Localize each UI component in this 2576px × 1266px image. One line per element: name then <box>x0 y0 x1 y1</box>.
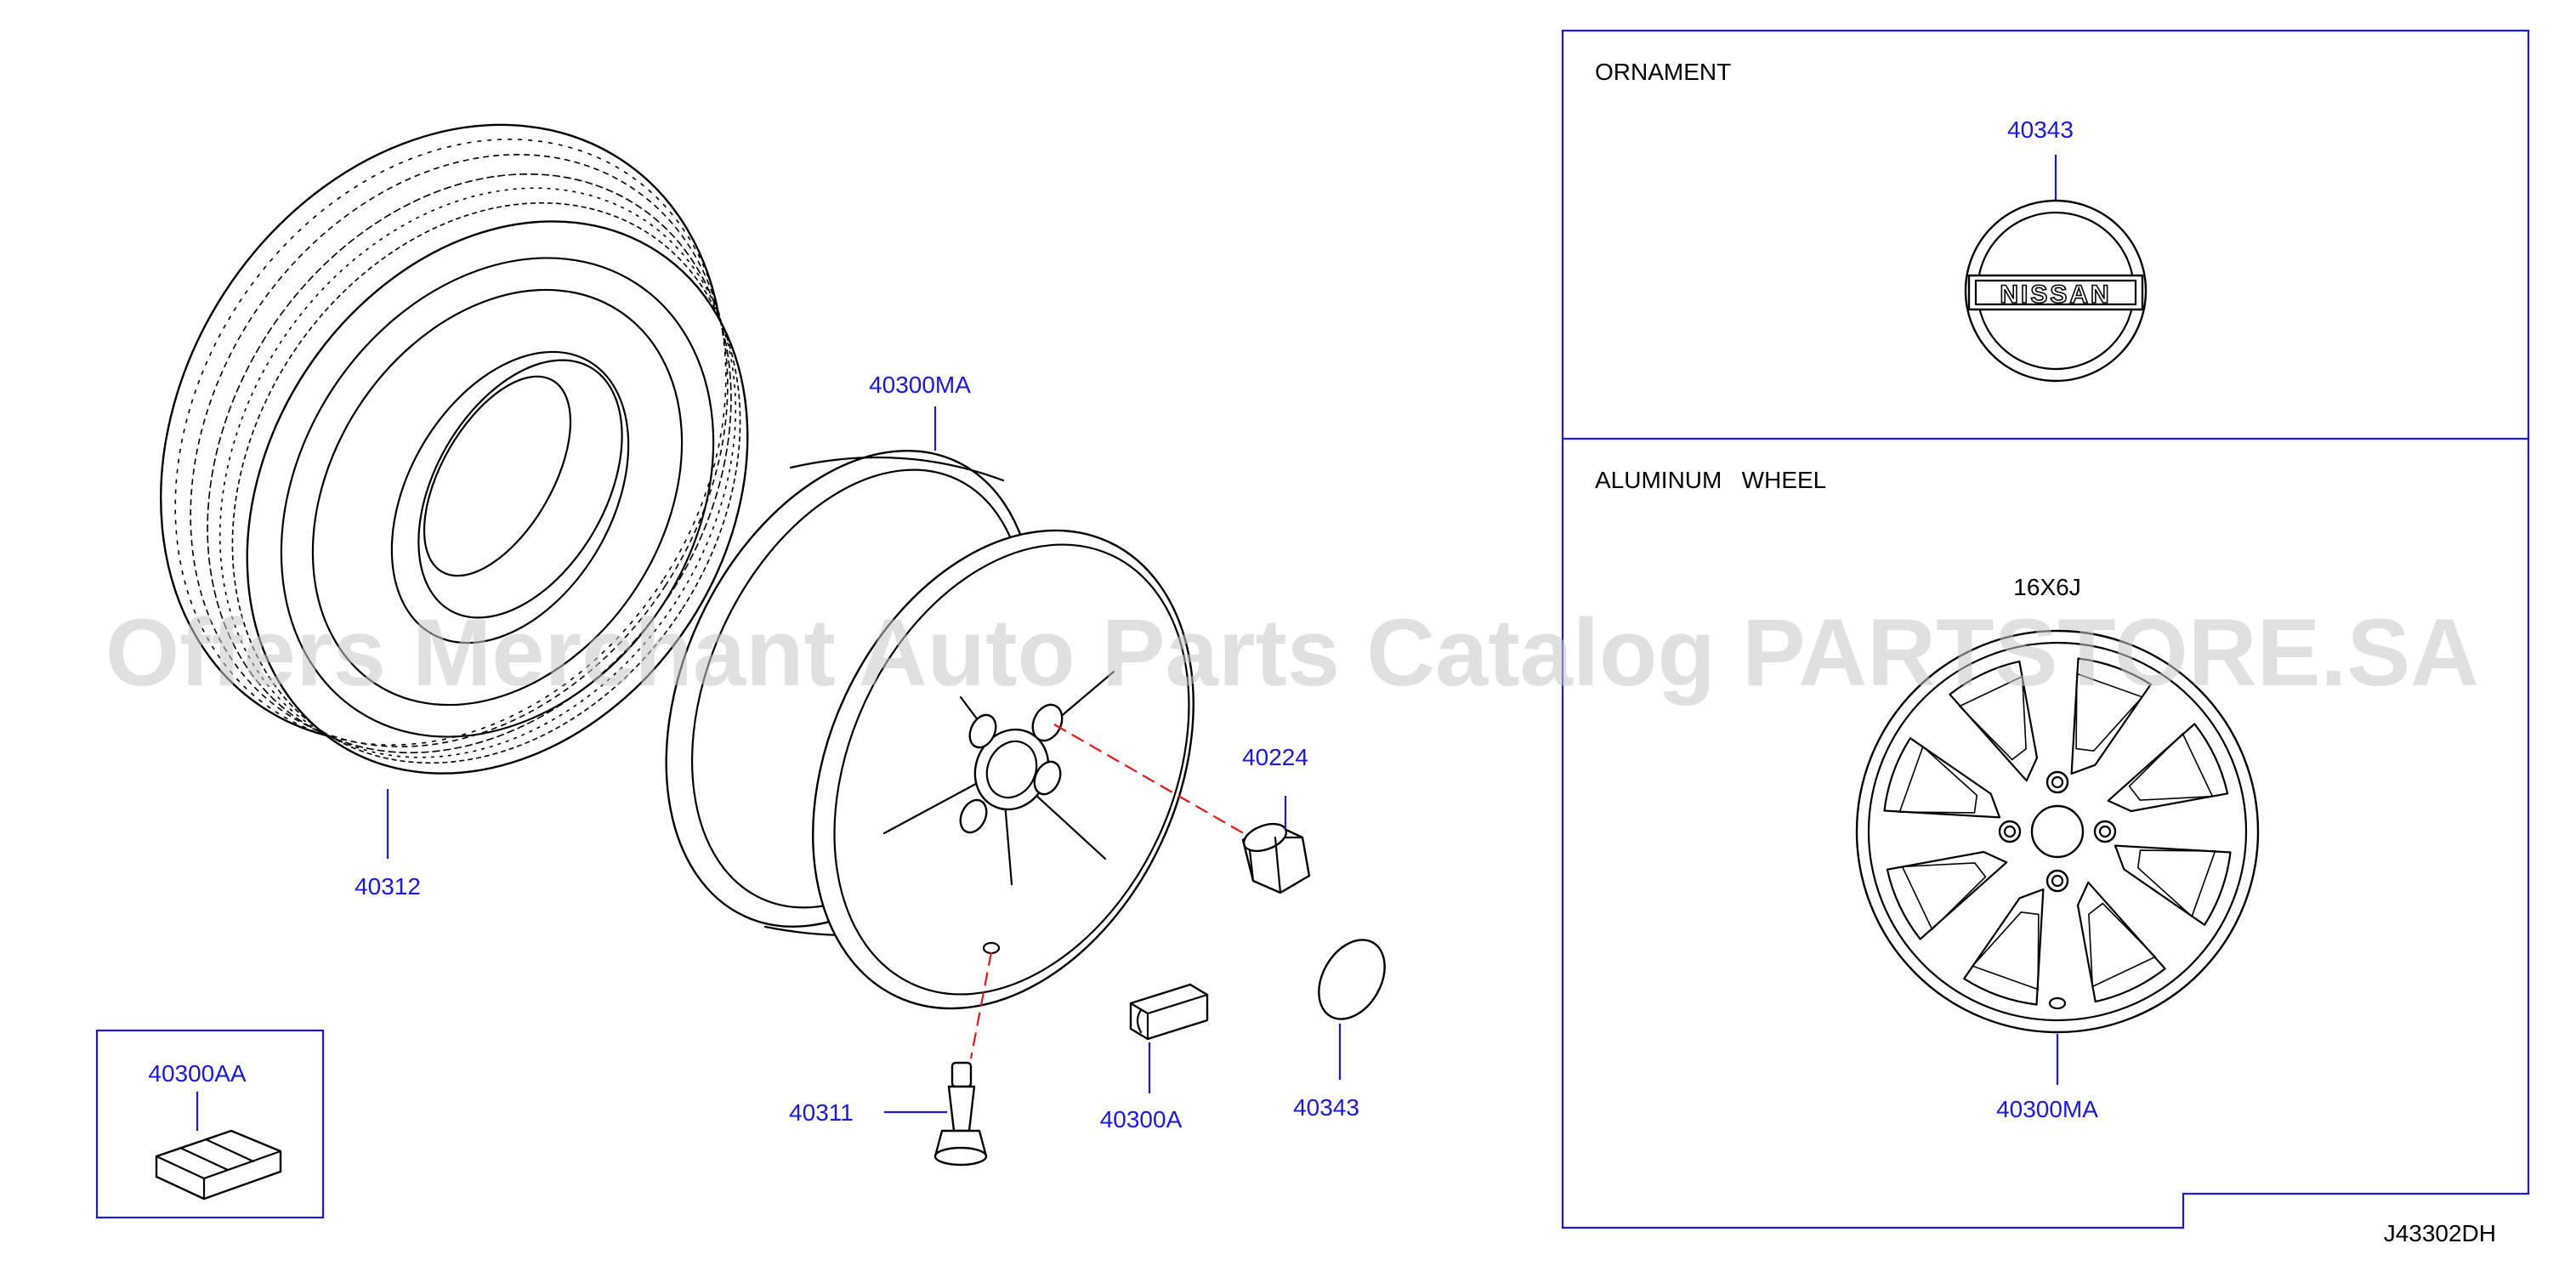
valve-drawing[interactable] <box>933 1061 988 1167</box>
wheel-nut-drawing[interactable] <box>1240 819 1311 894</box>
nissan-emblem-drawing[interactable]: NISSAN <box>1964 199 2148 383</box>
wheel-window-inner <box>2128 732 2214 801</box>
wheel-window-inner <box>1898 745 1978 814</box>
wheel-window <box>1963 888 2045 1006</box>
aluminum-wheel-callout[interactable]: 40300MA <box>1996 1096 2098 1122</box>
tire-drawing[interactable] <box>47 18 850 868</box>
wheel-size-label: 16X6J <box>2013 574 2080 600</box>
wheel-window-inner <box>2088 902 2157 988</box>
ornament-callout[interactable]: 40343 <box>2007 116 2074 143</box>
wheel-window-inner <box>1901 862 1987 931</box>
nut-callout[interactable]: 40224 <box>1242 744 1308 770</box>
wheel-window <box>1886 850 2008 940</box>
balance-kit-frame <box>95 1029 325 1219</box>
wheel-window-inner <box>1958 675 2027 761</box>
aluminum-wheel-front-drawing[interactable] <box>1855 629 2260 1034</box>
valve-assembly-line <box>969 951 993 1059</box>
detail-panel-frame <box>1561 29 2530 1229</box>
clip-callout[interactable]: 40300A <box>1100 1106 1183 1133</box>
cap-callout[interactable]: 40343 <box>1293 1094 1359 1121</box>
aluminum-wheel-title: ALUMINUM WHEEL <box>1595 467 1826 493</box>
nissan-emblem-text: NISSAN <box>2000 281 2111 309</box>
wheel-window-inner <box>2136 849 2216 918</box>
nut-assembly-line <box>1053 724 1259 843</box>
balance-weight-drawing[interactable] <box>155 1129 282 1201</box>
wheel-window <box>1883 737 2001 819</box>
balance-clip-drawing[interactable] <box>1129 983 1209 1041</box>
wheel-callout[interactable]: 40300MA <box>869 372 971 398</box>
wheel-window <box>2070 657 2152 775</box>
wheel-window <box>2114 844 2232 926</box>
wheel-window-inner <box>1971 911 2040 991</box>
watermark: Offers Merchant Auto Parts Catalog PARTS… <box>105 599 2479 706</box>
wheel-window <box>2076 881 2166 1003</box>
wheel-window <box>1949 660 2039 782</box>
center-cap-drawing[interactable] <box>1306 928 1399 1031</box>
wheel-drawing[interactable] <box>594 391 1268 1070</box>
wheel-window <box>2107 723 2229 813</box>
ornament-title: ORNAMENT <box>1595 59 1731 85</box>
tire-callout[interactable]: 40312 <box>355 873 421 900</box>
wheel-window-inner <box>2075 673 2144 752</box>
balance-kit-callout[interactable]: 40300AA <box>148 1060 247 1087</box>
diagram-code: J43302DH <box>2384 1220 2496 1246</box>
valve-callout[interactable]: 40311 <box>789 1099 854 1126</box>
